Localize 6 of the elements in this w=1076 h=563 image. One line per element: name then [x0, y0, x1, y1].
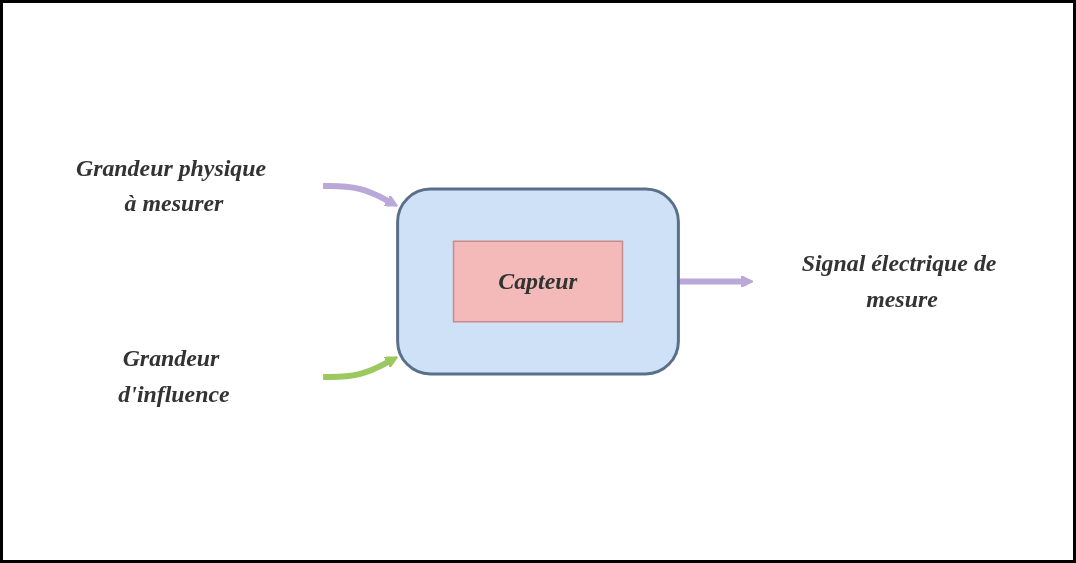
- arrow: [678, 274, 754, 289]
- cluster: [396, 187, 680, 376]
- node-text: Grandeur physique à mesurer: [75, 154, 267, 216]
- node-text: Signal électrique de mesure: [801, 250, 997, 312]
- node-box: Capteur: [452, 240, 624, 323]
- node-text: Grandeur d'influence: [118, 345, 230, 407]
